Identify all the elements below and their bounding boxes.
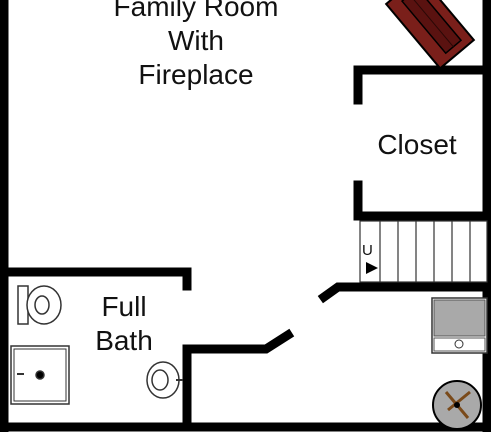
water-heater — [432, 380, 482, 430]
stair-direction-letter: U — [362, 242, 373, 259]
full-bath-line2: Bath — [95, 325, 153, 356]
fireplace — [384, 0, 476, 70]
stair-arrow-icon — [366, 262, 378, 274]
family-room-line3: Fireplace — [138, 59, 254, 90]
family-room-line1: Family Room — [113, 0, 279, 22]
family-room-label: Family Room With Fireplace — [96, 0, 296, 92]
wall-bath-right — [182, 328, 295, 425]
sink-fixture — [146, 361, 183, 399]
wall-stair-landing — [317, 282, 491, 304]
wall-closet-top — [353, 65, 491, 105]
family-room-line2: With — [168, 25, 224, 56]
toilet-fixture — [17, 285, 62, 325]
shower-fixture — [10, 345, 70, 405]
full-bath-label: Full Bath — [74, 290, 174, 358]
washer-appliance — [431, 297, 488, 354]
staircase — [359, 220, 488, 283]
full-bath-line1: Full — [101, 291, 147, 322]
wall-closet-bottom — [353, 180, 491, 221]
closet-label: Closet — [377, 129, 457, 160]
wall-bath-top — [0, 267, 192, 291]
